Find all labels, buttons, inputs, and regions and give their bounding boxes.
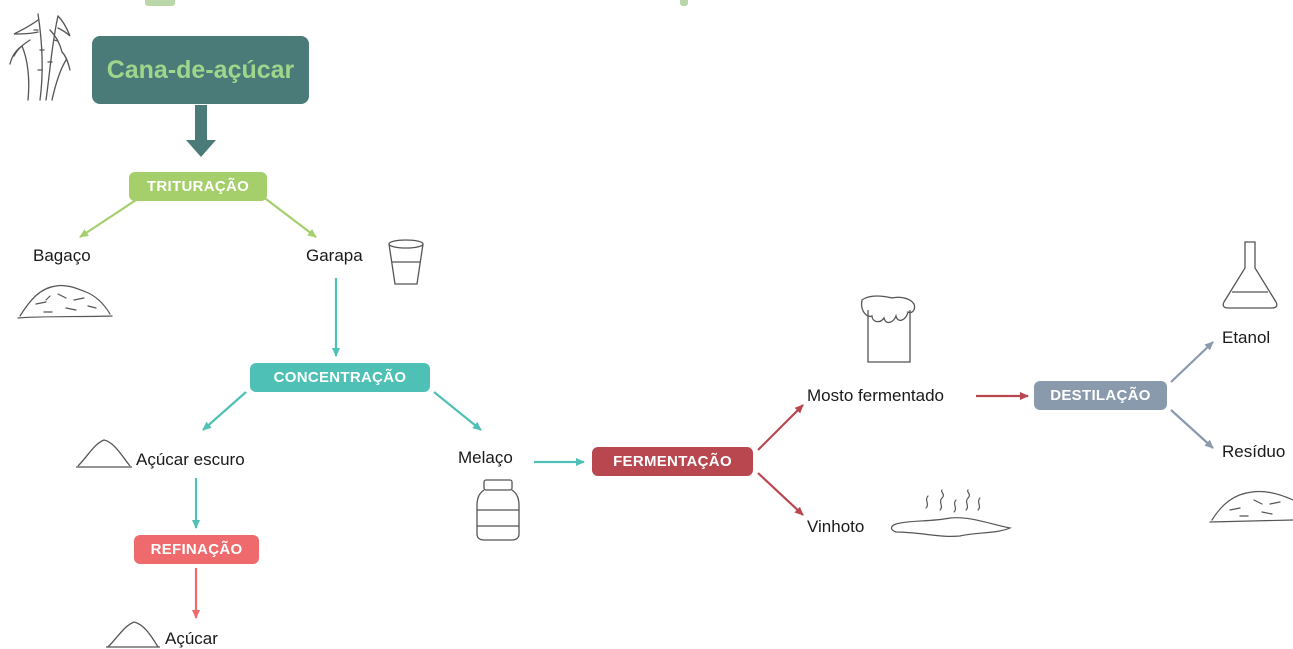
sugar-pile-icon (76, 439, 132, 468)
arrow-trituracao-garapa (261, 195, 317, 238)
arrow-fermentacao-mosto (757, 404, 804, 451)
product-melaco: Melaço (458, 448, 513, 467)
cropped-header-mark-2 (680, 0, 688, 6)
arrow-destilacao-etanol (1170, 341, 1214, 383)
stage-fermentacao: FERMENTAÇÃO (592, 447, 753, 476)
product-mosto-fermentado: Mosto fermentado (807, 386, 945, 405)
source-node-cana: Cana-de-açúcar (92, 36, 309, 104)
stage-destilacao: DESTILAÇÃO (1034, 381, 1167, 410)
stage-trituracao: TRITURAÇÃO (129, 172, 267, 201)
stage-refinacao: REFINAÇÃO (134, 535, 259, 564)
cropped-header-mark-1 (145, 0, 175, 6)
sugarcane-icon (9, 13, 71, 101)
product-acucar-escuro: Açúcar escuro (136, 450, 245, 469)
glass-icon (388, 239, 424, 285)
product-etanol: Etanol (1222, 328, 1271, 347)
sugar-pile-final-icon (106, 621, 160, 648)
source-arrow (186, 105, 216, 157)
arrow-trituracao-bagaco (79, 195, 143, 238)
product-residuo: Resíduo (1222, 442, 1286, 461)
product-garapa: Garapa (306, 246, 363, 265)
steaming-puddle-icon (890, 489, 1013, 537)
product-bagaco: Bagaço (33, 246, 91, 265)
arrow-destilacao-residuo (1170, 409, 1214, 449)
bagasse-pile-icon (17, 284, 113, 319)
stage-concentracao: CONCENTRAÇÃO (250, 363, 430, 392)
product-acucar: Açúcar (165, 629, 218, 648)
overflowing-beaker-icon (860, 295, 916, 363)
residue-pile-icon (1209, 490, 1293, 523)
arrow-concentracao-melaco (433, 391, 482, 431)
arrow-fermentacao-vinhoto (757, 472, 804, 516)
product-vinhoto: Vinhoto (807, 517, 865, 536)
flask-icon (1222, 241, 1278, 309)
arrow-concentracao-acucar-escuro (202, 391, 247, 431)
jar-icon (476, 479, 520, 541)
